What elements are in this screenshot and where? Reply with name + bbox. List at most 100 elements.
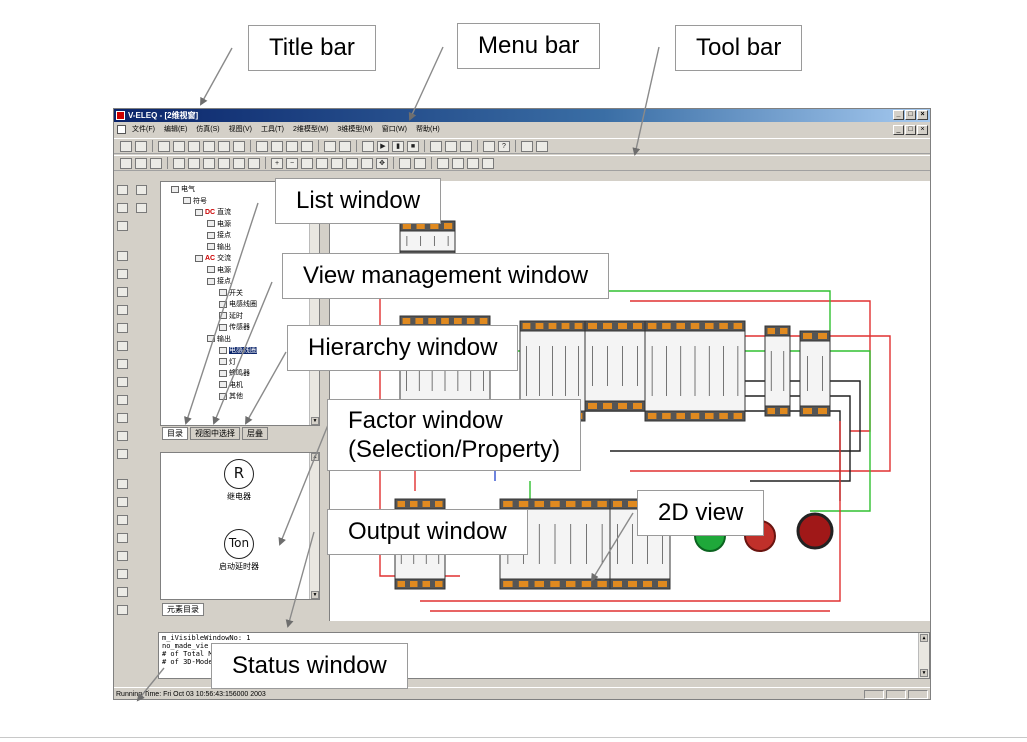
relay-module[interactable] [799, 330, 831, 417]
component-icon[interactable] [445, 140, 457, 152]
component-relay[interactable]: R 继电器 [209, 459, 269, 502]
wire-icon[interactable] [430, 140, 442, 152]
terminal[interactable] [566, 501, 576, 507]
output-scrollbar[interactable]: ▲ ▼ [918, 633, 929, 678]
align-bottom-icon[interactable] [117, 533, 128, 543]
menu-edit[interactable]: 编辑(E) [163, 126, 188, 133]
child-close-button[interactable]: × [917, 125, 928, 135]
minimize-button[interactable]: _ [893, 110, 904, 120]
tree-item[interactable]: 开关 [219, 289, 243, 298]
terminal[interactable] [574, 323, 583, 329]
terminal[interactable] [628, 581, 637, 587]
terminal[interactable] [705, 413, 714, 419]
fill-tool-icon[interactable] [117, 449, 128, 459]
play-icon[interactable]: ▶ [377, 140, 389, 152]
terminal[interactable] [518, 501, 529, 507]
save-all-icon[interactable] [173, 140, 185, 152]
arc-tool-icon[interactable] [117, 287, 128, 297]
pick-icon[interactable] [414, 157, 426, 169]
terminal[interactable] [415, 318, 424, 324]
zoom-fit-icon[interactable] [316, 157, 328, 169]
expand-all-icon[interactable] [117, 221, 128, 231]
tree-item[interactable]: 灯 [219, 358, 236, 367]
terminal[interactable] [435, 581, 443, 587]
layout-right-icon[interactable] [135, 157, 147, 169]
new-icon[interactable] [120, 140, 132, 152]
mirror-tool-icon[interactable] [117, 359, 128, 369]
library-icon[interactable] [460, 140, 472, 152]
view-left-icon[interactable] [233, 157, 245, 169]
terminal-strip[interactable] [609, 578, 671, 590]
terminal[interactable] [633, 403, 642, 409]
text-tool-icon[interactable] [117, 341, 128, 351]
terminal[interactable] [767, 408, 776, 414]
view-bottom-icon[interactable] [218, 157, 230, 169]
terminal[interactable] [581, 581, 592, 587]
tab-catalog[interactable]: 目录 [162, 427, 188, 440]
terminal[interactable] [410, 581, 418, 587]
view-top-icon[interactable] [203, 157, 215, 169]
terminal[interactable] [733, 413, 743, 419]
line-tool-icon[interactable] [117, 251, 128, 261]
rectangle-tool-icon[interactable] [117, 305, 128, 315]
terminal[interactable] [803, 333, 812, 339]
layout-left-icon[interactable] [120, 157, 132, 169]
terminal[interactable] [518, 581, 529, 587]
terminal[interactable] [416, 223, 425, 229]
terminal[interactable] [566, 581, 576, 587]
polyline-tool-icon[interactable] [117, 269, 128, 279]
compile-icon[interactable] [362, 140, 374, 152]
terminal[interactable] [430, 223, 439, 229]
open-icon[interactable] [135, 140, 147, 152]
tile-vertical-icon[interactable] [452, 157, 464, 169]
terminal[interactable] [658, 581, 667, 587]
align-top-icon[interactable] [117, 515, 128, 525]
layout-full-icon[interactable] [150, 157, 162, 169]
tree-item[interactable]: 蜂鸣器 [219, 369, 250, 378]
terminal[interactable] [428, 318, 436, 324]
folder-icon[interactable] [188, 140, 200, 152]
terminal[interactable] [535, 323, 544, 329]
view-right-icon[interactable] [248, 157, 260, 169]
terminal[interactable] [676, 413, 685, 419]
view-front-icon[interactable] [173, 157, 185, 169]
scroll-down-icon[interactable]: ▼ [311, 417, 319, 425]
tab-hierarchy[interactable]: 层叠 [242, 427, 268, 440]
tree-item[interactable]: 接点 [207, 277, 231, 286]
align-left-icon[interactable] [117, 479, 128, 489]
terminal[interactable] [479, 318, 488, 324]
terminal-strip[interactable] [394, 578, 446, 590]
terminal[interactable] [662, 413, 671, 419]
terminal[interactable] [633, 323, 642, 329]
relay-module[interactable] [764, 325, 791, 417]
tree-item[interactable]: 符号 [183, 197, 207, 206]
terminal[interactable] [719, 323, 728, 329]
terminal[interactable] [397, 581, 406, 587]
menu-window[interactable]: 窗口(W) [381, 126, 407, 133]
terminal[interactable] [503, 501, 513, 507]
terminal[interactable] [397, 501, 406, 507]
terminal[interactable] [454, 318, 462, 324]
terminal[interactable] [690, 323, 700, 329]
terminal-strip[interactable] [764, 325, 791, 337]
tree-item[interactable]: 电感线圈 [219, 300, 257, 309]
view-back-icon[interactable] [188, 157, 200, 169]
component-timer[interactable]: Ton 启动延时器 [203, 529, 275, 572]
tree-item[interactable]: 电源 [207, 266, 231, 275]
terminal[interactable] [597, 581, 607, 587]
terminal-strip[interactable] [764, 405, 791, 417]
terminal[interactable] [588, 323, 597, 329]
tree-item[interactable]: 传感器 [219, 323, 250, 332]
maximize-button[interactable]: □ [905, 110, 916, 120]
properties-icon[interactable] [521, 140, 533, 152]
scroll-up-icon[interactable]: ▲ [920, 634, 928, 642]
settings-icon[interactable] [536, 140, 548, 152]
terminal[interactable] [647, 323, 657, 329]
print-preview-icon[interactable] [233, 140, 245, 152]
terminal[interactable] [618, 323, 627, 329]
child-minimize-button[interactable]: _ [893, 125, 904, 135]
terminal[interactable] [803, 408, 812, 414]
list-view-icon[interactable] [136, 185, 147, 195]
pointer-icon[interactable] [399, 157, 411, 169]
